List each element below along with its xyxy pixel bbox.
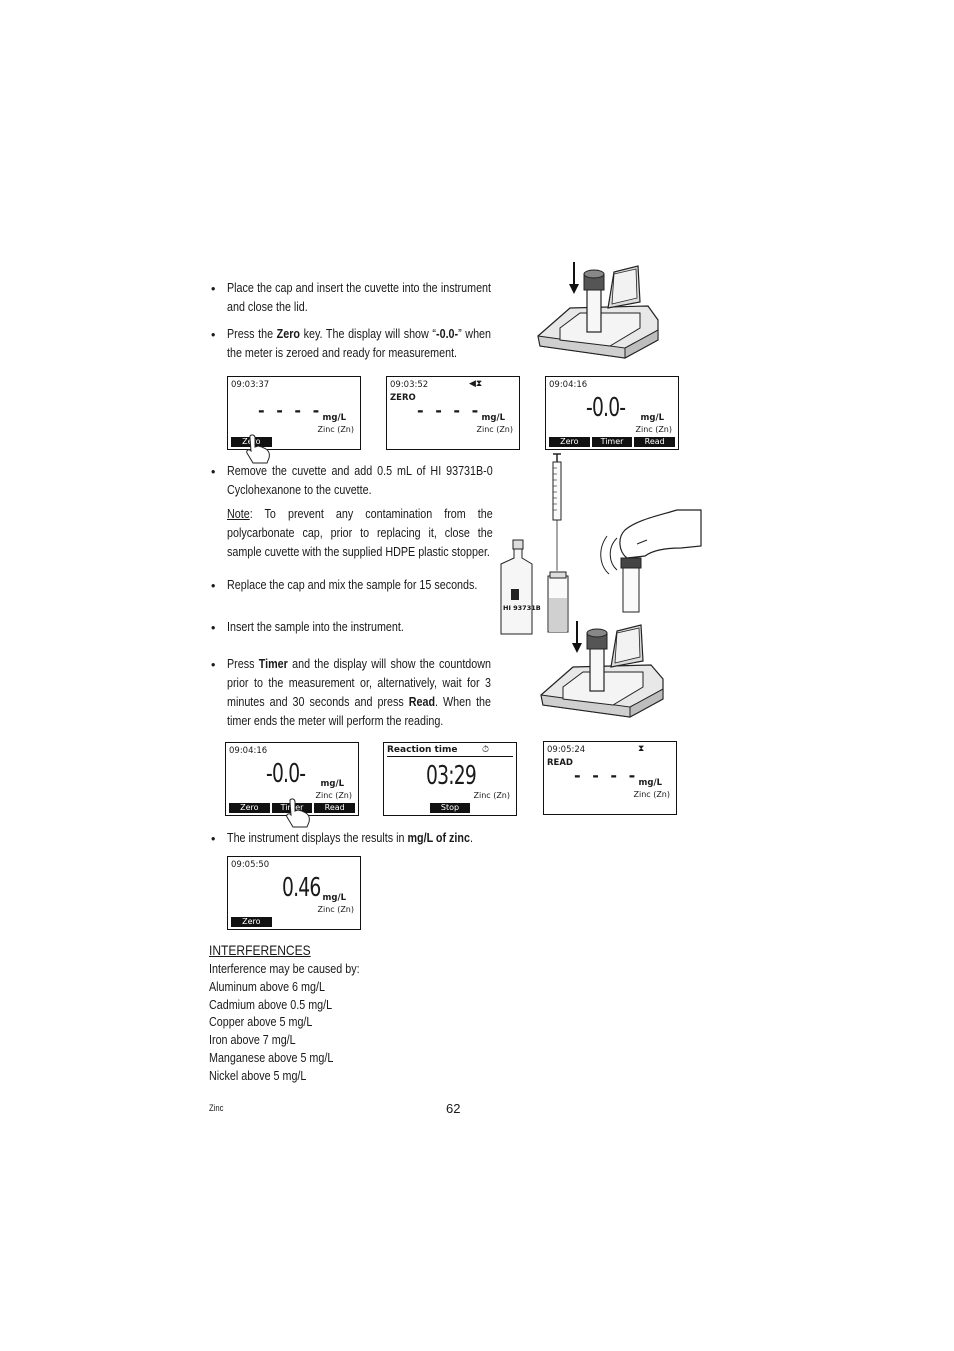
bullet: •: [211, 465, 216, 479]
clock-time: 09:04:16: [229, 746, 268, 756]
list-item: Copper above 5 mg/L: [209, 1015, 313, 1030]
unit-label: mg/L: [322, 413, 346, 423]
reagent-bottle-syringe-illustration: HI 93731B: [500, 453, 569, 635]
bullet: •: [211, 621, 216, 635]
parameter-label: Zinc (Zn): [315, 791, 352, 800]
clock-time: 09:04:16: [549, 380, 588, 390]
lcd-screen-zero: 09:03:52 ◀⧗ ZERO - - - - mg/L Zinc (Zn): [386, 376, 520, 450]
step-add-reagent: Remove the cuvette and add 0.5 mL of HI …: [227, 464, 493, 497]
reading-dashes: - - - -: [258, 401, 323, 420]
zero-softkey[interactable]: Zero: [549, 437, 590, 447]
note-paragraph: Note: To prevent any contamination from …: [227, 507, 493, 559]
step-insert-sample: Insert the sample into the instrument.: [227, 620, 404, 634]
stopwatch-icon: ⏱: [482, 745, 490, 755]
stop-softkey[interactable]: Stop: [429, 803, 471, 813]
step-insert-cuvette: Place the cap and insert the cuvette int…: [227, 281, 492, 314]
interferences-list: Aluminum above 6 mg/L Cadmium above 0.5 …: [209, 979, 398, 1085]
reaction-time-header: Reaction time: [387, 745, 513, 757]
reading-value: -0.0-: [266, 759, 306, 789]
clock-time: 09:05:24: [547, 745, 586, 755]
lcd-screen-zeroed: 09:04:16 -0.0- mg/L Zinc (Zn) Zero Timer…: [545, 376, 679, 450]
parameter-label: Zinc (Zn): [633, 790, 670, 799]
bullet: •: [211, 658, 216, 672]
clock-time: 09:05:50: [231, 860, 270, 870]
lcd-screen-result: 09:05:50 0.46 mg/L Zinc (Zn) Zero: [227, 856, 361, 930]
unit-label: mg/L: [638, 778, 662, 788]
bullet: •: [211, 579, 216, 593]
page-number: 62: [446, 1101, 461, 1116]
parameter-label: Zinc (Zn): [635, 425, 672, 434]
hourglass-icon: ⧗: [638, 744, 645, 754]
empty-softkey: [274, 437, 315, 447]
meter-insert-sample-illustration: [540, 621, 664, 718]
step-mix-sample: Replace the cap and mix the sample for 1…: [227, 578, 478, 592]
mode-label: READ: [547, 758, 573, 768]
hand-pointer-icon: [246, 434, 270, 464]
clock-time: 09:03:52: [390, 380, 429, 390]
unit-label: mg/L: [322, 893, 346, 903]
empty-softkey: [387, 803, 428, 813]
bottle-label: HI 93731B: [503, 604, 541, 612]
empty-softkey: [472, 803, 513, 813]
hand-pointer-icon: [286, 798, 310, 828]
unit-label: mg/L: [640, 413, 664, 423]
step-press-timer: Press Timer and the display will show th…: [227, 657, 492, 728]
countdown-value: 03:29: [426, 761, 477, 791]
meter-insert-cuvette-illustration: [537, 262, 659, 359]
list-item: Cadmium above 0.5 mg/L: [209, 997, 333, 1012]
read-softkey[interactable]: Read: [634, 437, 676, 447]
zero-softkey[interactable]: Zero: [229, 803, 270, 813]
interferences-heading: INTERFERENCES: [209, 942, 311, 958]
step-result: The instrument displays the results in m…: [227, 831, 473, 845]
unit-label: mg/L: [481, 413, 505, 423]
unit-label: mg/L: [320, 779, 344, 789]
footer-section-label: Zinc: [209, 1103, 224, 1113]
mix-sample-hand-illustration: [600, 509, 702, 613]
read-softkey[interactable]: Read: [314, 803, 356, 813]
result-value: 0.46: [282, 873, 321, 903]
lcd-screen-reaction-timer: Reaction time ⏱ 03:29 Zinc (Zn) Stop: [383, 742, 517, 816]
parameter-label: Zinc (Zn): [317, 905, 354, 914]
lcd-screen-read: 09:05:24 ⧗ READ - - - - mg/L Zinc (Zn): [543, 741, 677, 815]
list-item: Iron above 7 mg/L: [209, 1033, 296, 1048]
list-item: Nickel above 5 mg/L: [209, 1068, 307, 1083]
reading-value: -0.0-: [586, 393, 626, 423]
step-press-zero: Press the Zero key. The display will sho…: [227, 327, 492, 360]
list-item: Aluminum above 6 mg/L: [209, 980, 325, 994]
list-item: Manganese above 5 mg/L: [209, 1050, 334, 1065]
parameter-label: Zinc (Zn): [317, 425, 354, 434]
lamp-hourglass-icon: ◀⧗: [469, 379, 483, 389]
reading-dashes: - - - -: [574, 766, 639, 785]
interferences-intro: Interference may be caused by:: [209, 962, 360, 976]
parameter-label: Zinc (Zn): [473, 791, 510, 800]
parameter-label: Zinc (Zn): [476, 425, 513, 434]
zero-softkey[interactable]: Zero: [231, 917, 272, 927]
mode-label: ZERO: [390, 393, 416, 403]
bullet: •: [211, 328, 216, 342]
reading-dashes: - - - -: [417, 401, 482, 420]
timer-softkey[interactable]: Timer: [591, 437, 633, 447]
empty-softkey: [274, 917, 315, 927]
empty-softkey: [316, 437, 357, 447]
bullet: •: [211, 832, 216, 846]
clock-time: 09:03:37: [231, 380, 270, 390]
bullet: •: [211, 282, 216, 296]
empty-softkey: [316, 917, 357, 927]
